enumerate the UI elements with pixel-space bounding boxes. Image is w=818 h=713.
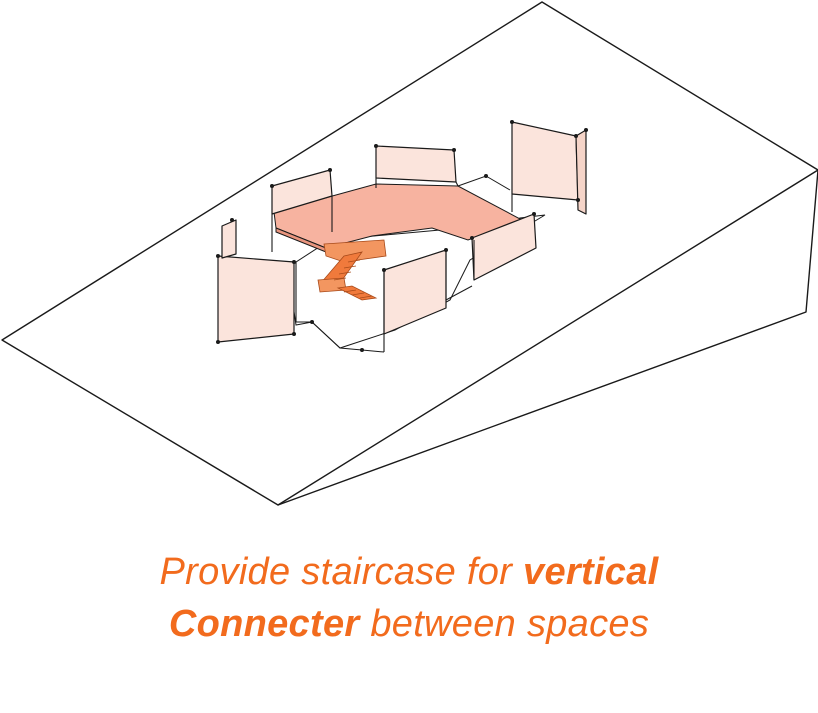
wall-panels — [217, 121, 587, 343]
staircase — [317, 239, 387, 301]
caption-text-normal: Provide staircase for — [159, 551, 524, 593]
raised-floor — [273, 183, 524, 253]
wall-panel-left — [217, 255, 295, 343]
edge-lines — [296, 175, 511, 353]
caption-line-2: Connecter between spaces — [0, 601, 818, 647]
caption-text-bold: vertical — [523, 551, 659, 593]
wall-panel-small-left — [221, 219, 237, 259]
caption-text-bold: Connecter — [168, 603, 360, 645]
caption-text-normal: between spaces — [359, 603, 650, 645]
site-axonometric-diagram — [1, 1, 818, 506]
caption-line-1: Provide staircase for vertical — [0, 549, 818, 595]
wall-panel-back-right — [511, 121, 579, 201]
vertex-dots — [216, 120, 588, 352]
wall-panel-back-center — [375, 145, 457, 183]
posts — [271, 178, 513, 352]
wall-panel-right-end — [575, 129, 587, 215]
wall-panel-right-mid — [471, 213, 537, 281]
